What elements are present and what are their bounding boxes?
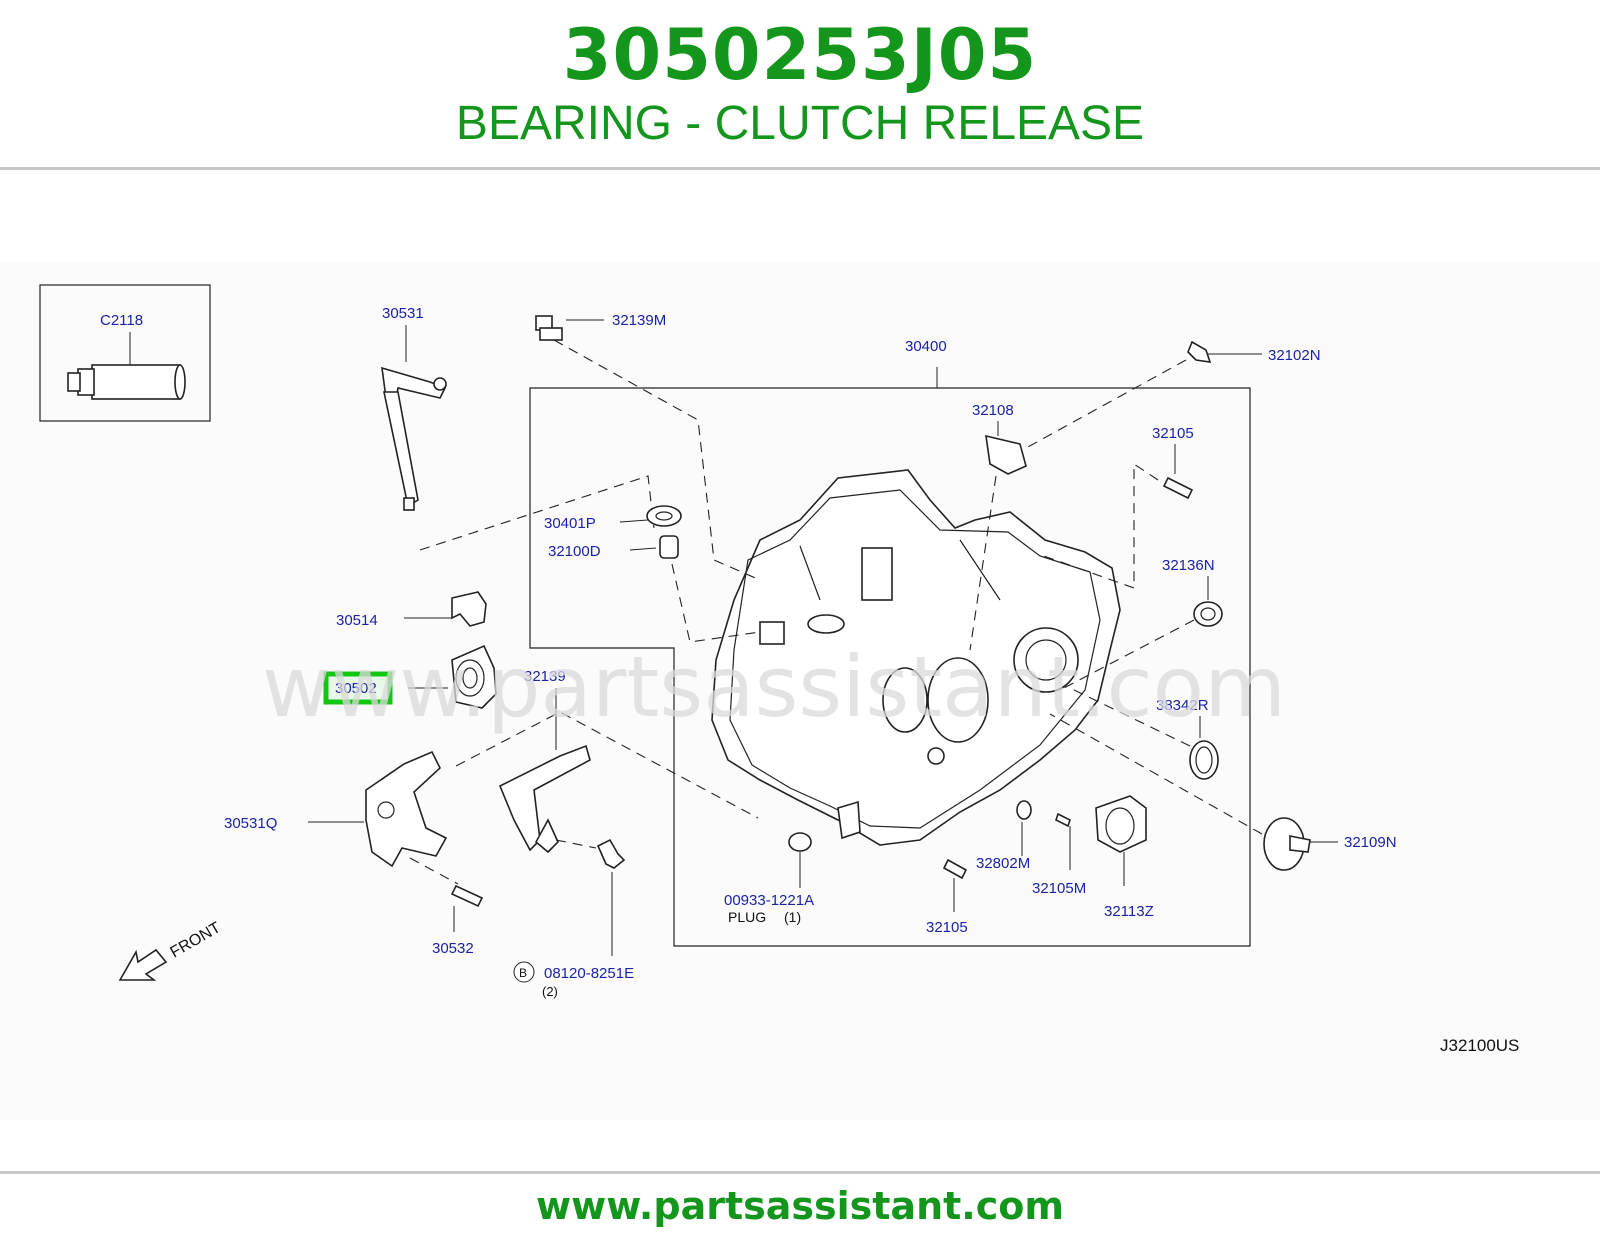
footer-divider <box>0 1171 1600 1174</box>
seal-ring-icon <box>1193 601 1223 627</box>
bolt-icon <box>596 838 626 869</box>
lever-pin-icon <box>450 884 484 908</box>
bolt-marker-circle <box>513 961 535 983</box>
label-32136n[interactable]: 32136N <box>1162 557 1215 574</box>
label-00933-1221a[interactable]: 00933-1221A <box>724 892 814 909</box>
label-32139m[interactable]: 32139M <box>612 312 666 329</box>
label-32139[interactable]: 32139 <box>524 668 566 685</box>
label-30401p[interactable]: 30401P <box>544 515 596 532</box>
label-30531q[interactable]: 30531Q <box>224 815 277 832</box>
bushing-icon <box>659 535 679 559</box>
label-30531[interactable]: 30531 <box>382 305 424 322</box>
label-32802m[interactable]: 32802M <box>976 855 1030 872</box>
label-32108[interactable]: 32108 <box>972 402 1014 419</box>
dowel-pin-bottom-icon <box>942 858 968 880</box>
footer-url[interactable]: www.partsassistant.com <box>536 1184 1064 1228</box>
bearing-retainer-icon <box>1095 795 1147 853</box>
release-bearing-icon <box>451 644 497 709</box>
bracket-icon <box>985 434 1027 475</box>
part-number-heading: 3050253J05 <box>562 14 1038 96</box>
breather-icon <box>1263 817 1311 871</box>
watermark: www.partsassistant.com <box>262 638 1286 736</box>
header-divider <box>0 167 1600 170</box>
plug-quantity: (1) <box>784 909 801 925</box>
part-title-heading: BEARING - CLUTCH RELEASE <box>455 97 1145 150</box>
transmission-case-icon <box>711 469 1121 846</box>
diagram-code: J32100US <box>1440 1036 1519 1055</box>
fork-shaft-icon <box>381 366 447 511</box>
label-30400[interactable]: 30400 <box>905 338 947 355</box>
label-32105-bottom[interactable]: 32105 <box>926 919 968 936</box>
washer-icon <box>1016 800 1032 820</box>
shaft-tool-icon <box>67 364 186 400</box>
pin-icon <box>1055 812 1071 828</box>
drain-plug-icon <box>535 315 563 341</box>
inset-box <box>39 284 211 422</box>
retainer-clip-icon <box>451 591 487 627</box>
label-30532[interactable]: 30532 <box>432 940 474 957</box>
dowel-pin-icon <box>1162 476 1194 500</box>
label-32102n[interactable]: 32102N <box>1268 347 1321 364</box>
highlight-box-30502 <box>323 671 393 705</box>
label-08120-8251e[interactable]: 08120-8251E <box>544 965 634 982</box>
plug-label: PLUG <box>728 909 766 925</box>
housing-group-frame <box>529 387 1251 947</box>
label-30502[interactable]: 30502 <box>335 680 377 697</box>
front-arrow-icon <box>118 948 168 981</box>
label-32100d[interactable]: 32100D <box>548 543 601 560</box>
label-32113z[interactable]: 32113Z <box>1104 903 1154 920</box>
clip-icon <box>1187 340 1212 363</box>
bolt-quantity: (2) <box>542 984 558 999</box>
label-32105m[interactable]: 32105M <box>1032 880 1086 897</box>
label-30514[interactable]: 30514 <box>336 612 378 629</box>
plug-icon <box>788 832 812 852</box>
release-lever-icon <box>365 750 448 868</box>
label-38342r[interactable]: 38342R <box>1156 697 1209 714</box>
label-32109n[interactable]: 32109N <box>1344 834 1397 851</box>
oil-seal-icon <box>646 505 682 527</box>
bolt-marker: B <box>519 966 527 980</box>
label-32105-top[interactable]: 32105 <box>1152 425 1194 442</box>
label-c2118[interactable]: C2118 <box>100 312 143 329</box>
shift-fork-icon <box>498 744 591 854</box>
side-seal-icon <box>1189 740 1219 780</box>
